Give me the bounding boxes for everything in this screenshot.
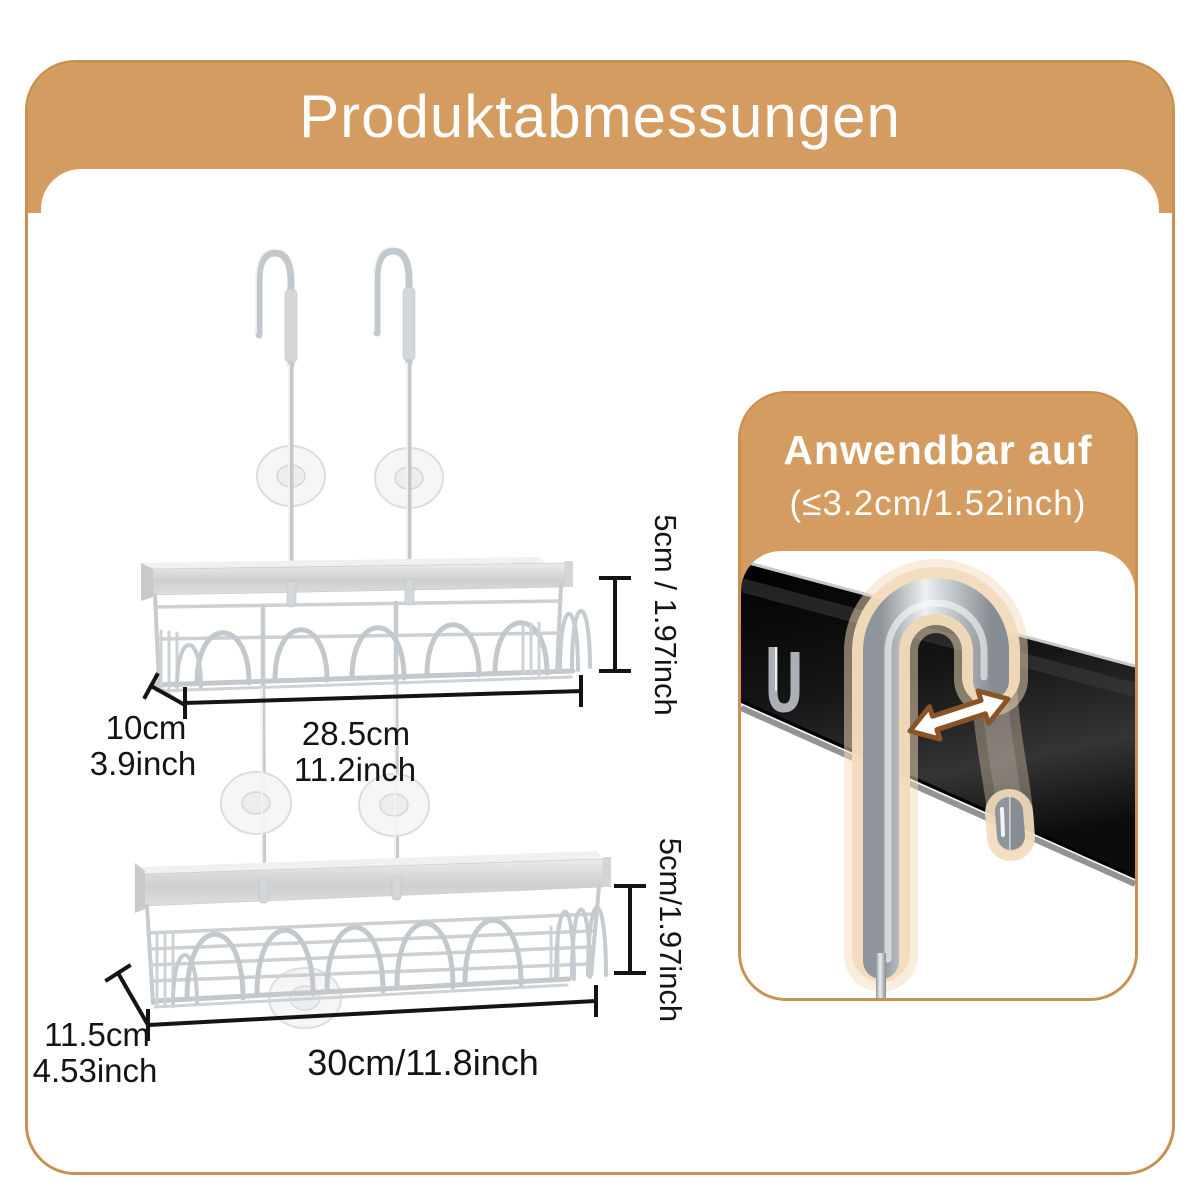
lower-width-label: 30cm/11.8inch [307,1042,538,1083]
door-hook-photo [741,551,1135,998]
lower-height-dimension-label: 5cm/1.97inch [653,838,688,1022]
lower-shelf [135,851,611,1029]
page-title: Produktabmessungen [299,82,901,150]
upper-shelf [139,557,592,701]
upper-depth-label-inch: 3.9inch [90,745,196,782]
upper-width-dimension: 10cm 3.9inch 28.5cm 11.2inch [90,672,584,788]
upper-width-label-cm: 28.5cm [302,715,410,752]
lower-height-dimension: 5cm/1.97inch [614,838,688,1022]
product-dimensions-figure: 5cm / 1.97inch 10cm 3.9inch 28.5cm 11.2i… [33,246,688,1089]
panel-title: Anwendbar auf [783,427,1093,473]
card-header: Produktabmessungen [28,63,1172,169]
upper-height-dimension: 5cm / 1.97inch [599,514,683,716]
applicable-panel: Anwendbar auf (≤3.2cm/1.52inch) [738,391,1138,1001]
top-hook-right-icon [373,246,416,367]
lower-width-dimension: 11.5cm 4.53inch 30cm/11.8inch [33,963,599,1089]
panel-header-texts: Anwendbar auf (≤3.2cm/1.52inch) [741,394,1135,551]
door-hook-closeup [741,559,1135,998]
door-hook-icon [844,559,1028,998]
basket-arches [155,905,608,1009]
suction-cup [256,445,444,509]
upper-depth-label-cm: 10cm [106,709,187,746]
hook-tip [995,797,1025,850]
product-card: Produktabmessungen [25,60,1175,1175]
panel-subtitle: (≤3.2cm/1.52inch) [789,484,1087,523]
suction-cup [220,771,430,837]
bracket-stub-icon [768,647,800,713]
upper-width-label-inch: 11.2inch [294,751,416,788]
basket-arches [159,609,592,693]
top-hook-left-icon [255,248,298,369]
upper-height-dimension-label: 5cm / 1.97inch [648,514,683,716]
lower-depth-label-inch: 4.53inch [33,1052,158,1089]
hook-tip-highlight [1000,807,1005,837]
double-arrow-icon [907,688,1011,742]
lower-depth-label-cm: 11.5cm [44,1016,150,1053]
